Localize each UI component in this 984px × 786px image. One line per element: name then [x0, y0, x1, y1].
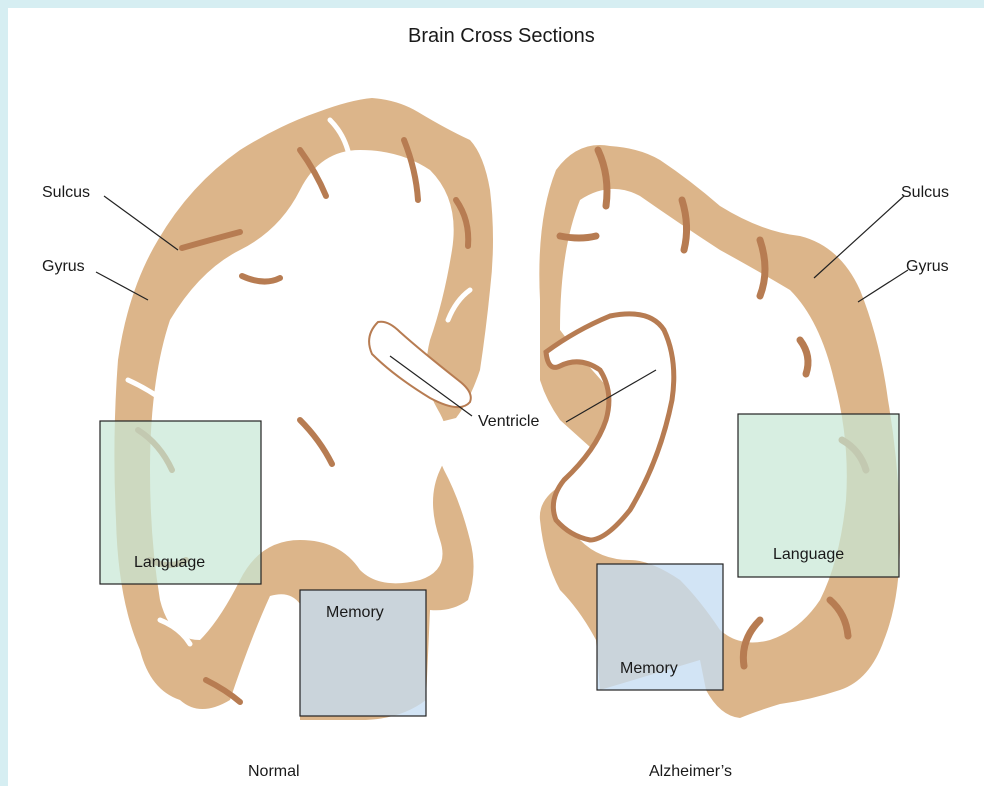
gyrus-label-left: Gyrus — [42, 258, 85, 276]
sulcus-right-leader — [814, 196, 904, 278]
memory-label-alzheimers: Memory — [620, 660, 678, 678]
sulcus-label-left: Sulcus — [42, 184, 90, 202]
sulcus-left-leader — [104, 196, 178, 250]
caption-alzheimers: Alzheimer’s — [649, 763, 732, 781]
language-label-normal: Language — [134, 554, 205, 572]
figure-panel: Brain Cross Sections Sulcus Gyrus Sulcus… — [8, 8, 984, 786]
gyrus-label-right: Gyrus — [906, 258, 949, 276]
ventricle-label: Ventricle — [478, 413, 539, 431]
memory-label-normal: Memory — [326, 604, 384, 622]
sulcus-label-right: Sulcus — [901, 184, 949, 202]
caption-normal: Normal — [248, 763, 300, 781]
brain-cross-sections-figure — [8, 8, 984, 786]
page-title: Brain Cross Sections — [408, 24, 595, 48]
gyrus-right-leader — [858, 270, 908, 302]
language-label-alzheimers: Language — [773, 546, 844, 564]
